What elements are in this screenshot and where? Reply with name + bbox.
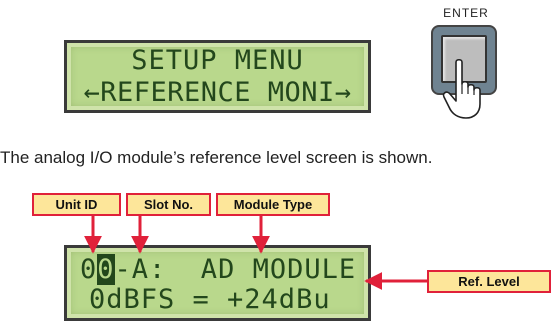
display-line-2: ←REFERENCE MONI→	[83, 77, 352, 108]
display-line-1: 00-A: AD MODULE	[67, 254, 368, 285]
module-type-callout: Module Type	[216, 193, 330, 216]
unit-id-cursor-digit: 0	[97, 254, 115, 285]
pointing-hand-icon	[442, 58, 481, 119]
ref-level-callout: Ref. Level	[427, 270, 551, 293]
reference-level-display: 00-A: AD MODULE 0dBFS = +24dBu	[64, 245, 371, 321]
unit-id-digit: 0	[80, 254, 98, 285]
description-text: The analog I/O module’s reference level …	[0, 148, 433, 167]
display-line-1: SETUP MENU	[131, 45, 304, 76]
slot-and-module-text: -A: AD MODULE	[114, 254, 357, 285]
slot-no-callout: Slot No.	[126, 193, 211, 216]
setup-menu-display: SETUP MENU ←REFERENCE MONI→	[64, 40, 371, 113]
unit-id-callout: Unit ID	[32, 193, 121, 216]
enter-button-label: ENTER	[443, 6, 489, 20]
display-line-2: 0dBFS = +24dBu	[89, 284, 331, 315]
